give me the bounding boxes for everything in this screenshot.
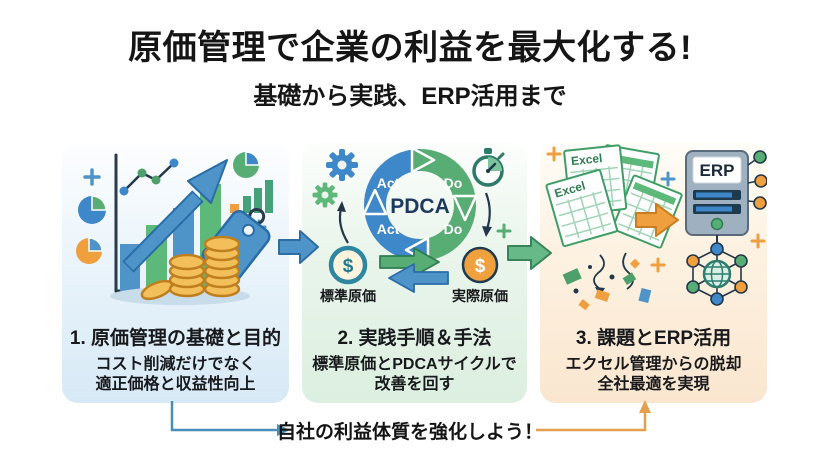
pdca-cycle-icon: Act Do Act Do PDCA [362,146,478,264]
step-2-description: 標準原価とPDCAサイクルで 改善を回す [312,356,517,394]
step-3-title: 3. 課題とERP活用 [575,328,732,349]
transition-arrow-icon [635,203,679,237]
plus-icon [650,257,666,273]
erp-server-icon: ERP [685,150,749,236]
step-3-description: エクセル管理からの脱却 全社最適を実現 [565,356,742,394]
plus-icon [750,233,766,249]
erp-label: ERP [700,161,735,180]
footer-connectors [170,400,651,436]
excel-label: Excel [570,151,603,168]
cycle-feedback-arrow [337,201,349,244]
server-link-nodes [747,150,767,210]
step1-to-step2-arrow-icon [278,230,319,264]
pie-chart-icon [76,237,103,264]
step-1-title: 1. 原価管理の基礎と目的 [69,328,282,349]
actual-cost-coin-icon: $ [461,246,499,284]
standard-cost-label: 標準原価 [320,288,376,304]
pdca-illustration: Act Do Act Do PDCA [312,146,512,304]
network-globe-icon [686,235,748,306]
step2-to-step3-arrow-icon [507,236,552,270]
step-2-card: Act Do Act Do PDCA [302,143,527,403]
scatter-fragments-icon [562,252,652,311]
excel-sheets-icon: Excel Excel [545,144,683,249]
step-3-card: Excel Excel [540,143,767,403]
main-title: 原価管理で企業の利益を最大化する! [128,29,692,67]
footer-connector-blue [170,401,290,436]
plus-icon [660,171,676,187]
subtitle: 基礎から実践、ERP活用まで [253,83,567,110]
erp-illustration: Excel Excel [545,144,767,311]
cycle-feedback-arrow [482,192,492,237]
footer-connector-orange [536,400,651,432]
pdca-act-label: Act [377,221,400,237]
actual-cost-label: 実際原価 [452,288,508,304]
pdca-center-label: PDCA [390,195,450,218]
exchange-arrows-icon [379,247,449,293]
coin-currency-label: $ [343,256,354,277]
pdca-act-label: Act [377,175,400,191]
coin-currency-label: $ [475,256,486,277]
footer-message: 自社の利益体質を強化しよう！ [276,422,543,443]
step-1-card: $ 1. 原価管理の基礎と目的 コスト削減だけでなく 適正価格と収益性向上 [62,143,289,403]
growth-arrow-icon [122,159,228,273]
plus-icon [83,168,101,186]
trend-line-icon [119,158,179,196]
step-1-description: コスト削減だけでなく 適正価格と収益性向上 [95,356,256,394]
gear-icon [312,182,338,208]
stopwatch-icon [472,148,505,187]
mini-bar-chart-icon [230,180,273,213]
pie-chart-icon [78,195,107,224]
cost-basics-illustration: $ [76,151,273,305]
gear-icon [326,149,358,181]
plus-icon [496,223,512,239]
pie-chart-icon [233,151,260,178]
coin-stack-icon [140,235,241,301]
plus-icon [546,146,562,162]
step-2-title: 2. 実践手順＆手法 [337,328,492,349]
pdca-do-label: Do [444,221,463,237]
standard-cost-coin-icon: $ [328,245,368,285]
pdca-do-label: Do [444,175,463,191]
